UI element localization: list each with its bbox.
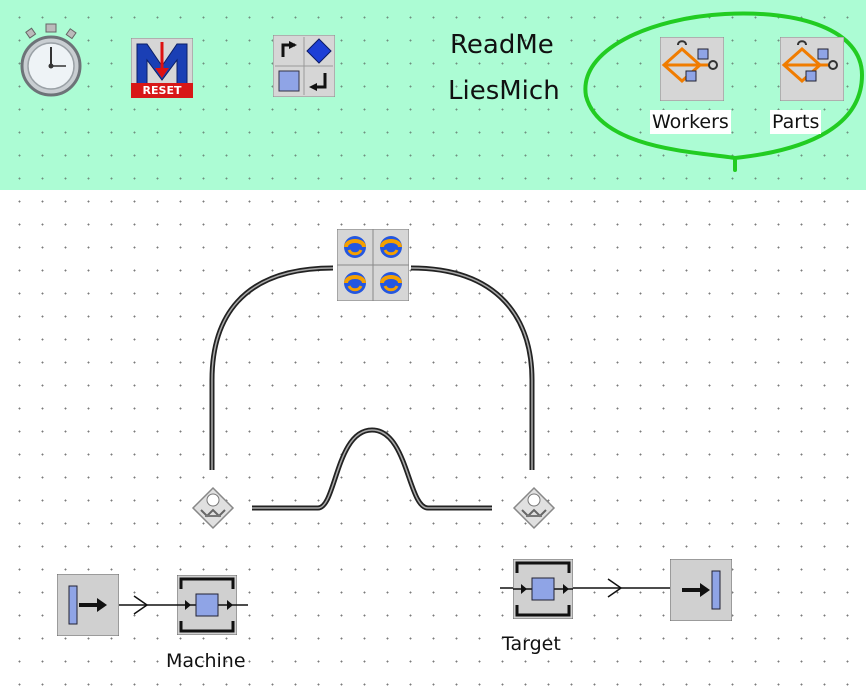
workers-pool-button[interactable] [659, 36, 725, 102]
readme-link[interactable]: ReadMe [450, 30, 554, 60]
drain-object[interactable] [669, 558, 733, 622]
source-icon [56, 573, 120, 637]
worker-station-icon [512, 486, 556, 530]
method-icon [272, 34, 336, 98]
machine-label: Machine [166, 650, 246, 672]
parts-pool-button[interactable] [779, 36, 845, 102]
target-label: Target [502, 633, 561, 655]
station-icon [176, 574, 238, 636]
worker-station-icon [191, 486, 235, 530]
liesmich-link[interactable]: LiesMich [448, 76, 560, 106]
broker-icon [779, 36, 845, 102]
path-arch[interactable] [209, 265, 535, 470]
station-icon [512, 558, 574, 620]
worker-station-right[interactable] [512, 486, 556, 530]
worker-pool-icon [659, 36, 725, 102]
exit-point-icon [336, 228, 410, 302]
worker-station-left[interactable] [191, 486, 235, 530]
highlight-circle [583, 11, 865, 172]
workers-label: Workers [650, 110, 731, 134]
reset-badge-text: RESET [142, 84, 182, 97]
reset-icon [130, 37, 194, 99]
parts-label: Parts [770, 110, 822, 134]
method-button[interactable] [272, 34, 336, 98]
exit-strategy-box[interactable] [336, 228, 410, 302]
connector-target-drain[interactable] [500, 578, 670, 598]
machine-station[interactable] [176, 574, 238, 636]
target-station[interactable] [512, 558, 574, 620]
path-bump[interactable] [252, 427, 492, 511]
drain-icon [669, 558, 733, 622]
stopwatch-icon [20, 23, 82, 97]
connector-source-machine[interactable] [118, 595, 178, 615]
reset-button[interactable]: RESET [130, 37, 194, 99]
stopwatch-button[interactable] [18, 22, 84, 98]
source-object[interactable] [56, 573, 120, 637]
